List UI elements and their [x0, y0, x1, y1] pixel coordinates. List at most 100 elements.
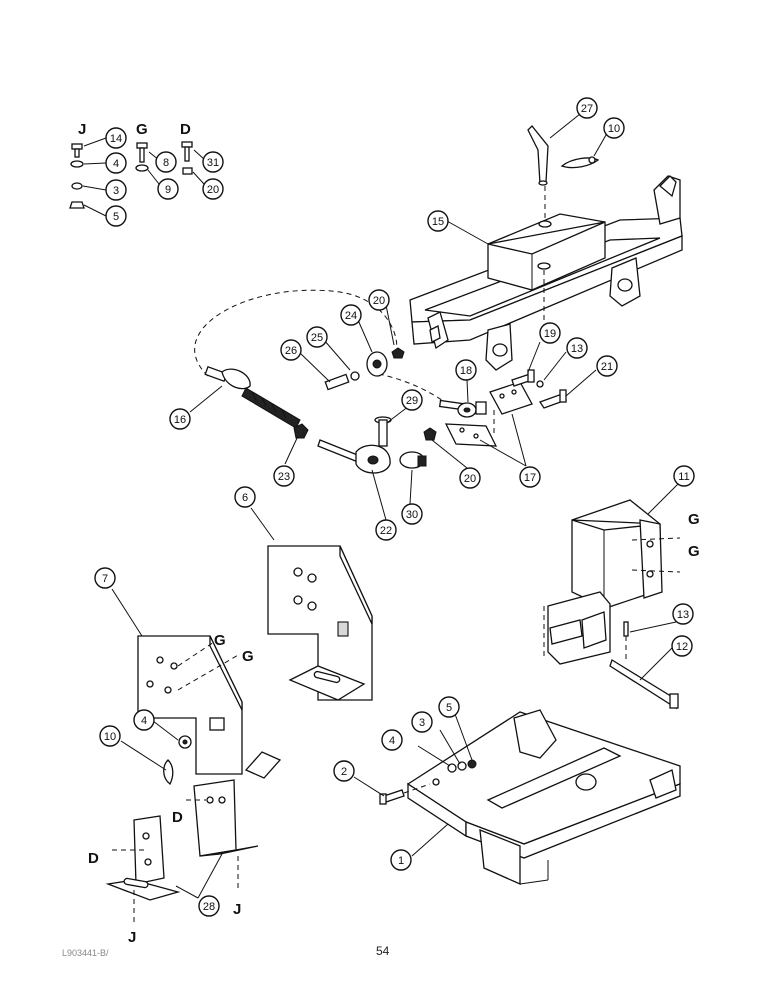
- callout-4: 4: [381, 729, 403, 751]
- svg-text:5: 5: [446, 702, 452, 714]
- callout-5: 5: [438, 696, 460, 718]
- callout-10-left: 10: [99, 725, 121, 747]
- svg-text:22: 22: [380, 525, 392, 537]
- ref-letter-j: J: [233, 901, 241, 918]
- callout-4-left: 4: [133, 709, 155, 731]
- cable-assembly: [204, 365, 301, 429]
- callout-3-key: 3: [105, 179, 127, 201]
- callout-20-top: 20: [368, 289, 390, 311]
- link-plate: [444, 381, 533, 447]
- eye-bolt-icon: [438, 399, 487, 418]
- washer-icon: [178, 735, 192, 749]
- callout-27: 27: [576, 97, 598, 119]
- callout-20-mid: 20: [459, 467, 481, 489]
- svg-text:20: 20: [373, 295, 385, 307]
- callout-9: 9: [157, 178, 179, 200]
- svg-text:2: 2: [341, 766, 347, 778]
- pin-icon: [374, 416, 392, 447]
- callout-5-key: 5: [105, 205, 127, 227]
- callout-4-key: 4: [105, 152, 127, 174]
- svg-text:4: 4: [113, 158, 119, 170]
- svg-text:27: 27: [581, 103, 593, 115]
- rod-icon: [317, 439, 391, 474]
- callout-1: 1: [390, 849, 412, 871]
- callout-30: 30: [401, 503, 423, 525]
- svg-text:7: 7: [102, 573, 108, 585]
- svg-text:1: 1: [398, 855, 404, 867]
- svg-text:24: 24: [345, 310, 357, 322]
- nut-icon: [423, 427, 437, 441]
- ring-clip-icon: [399, 451, 427, 469]
- svg-text:13: 13: [571, 343, 583, 355]
- callout-6: 6: [234, 486, 256, 508]
- callout-16: 16: [169, 408, 191, 430]
- callout-10-top: 10: [603, 117, 625, 139]
- svg-text:6: 6: [242, 492, 248, 504]
- svg-text:3: 3: [113, 185, 119, 197]
- pin-icon: [623, 621, 629, 660]
- bolt-icon: [69, 143, 85, 209]
- nut-icon: [293, 423, 309, 439]
- ref-letter-g: G: [214, 632, 226, 649]
- svg-text:5: 5: [113, 211, 119, 223]
- callout-25: 25: [306, 326, 328, 348]
- svg-text:14: 14: [110, 133, 122, 145]
- mounting-bracket: [543, 499, 681, 665]
- svg-text:11: 11: [678, 471, 689, 483]
- l-bracket: [105, 779, 259, 922]
- bolt-icon: [135, 142, 149, 172]
- callout-18: 18: [455, 359, 477, 381]
- svg-text:23: 23: [278, 471, 290, 483]
- svg-text:8: 8: [163, 157, 169, 169]
- svg-text:13: 13: [677, 609, 689, 621]
- hitch-tray: [406, 709, 681, 886]
- svg-text:25: 25: [311, 332, 323, 344]
- callout-7: 7: [94, 567, 116, 589]
- svg-text:28: 28: [203, 901, 215, 913]
- ref-letter-g: G: [688, 543, 700, 560]
- hardware-key: J G D: [69, 121, 206, 217]
- callout-14: 14: [105, 127, 127, 149]
- callout-13-top: 13: [566, 337, 588, 359]
- svg-text:29: 29: [406, 395, 418, 407]
- bolt-icon: [511, 369, 535, 387]
- callout-20-key: 20: [202, 178, 224, 200]
- svg-text:18: 18: [460, 365, 472, 377]
- reference-letters: G G G G D D J J: [88, 511, 700, 946]
- svg-text:12: 12: [676, 641, 688, 653]
- svg-text:3: 3: [419, 717, 425, 729]
- ref-letter-d: D: [172, 809, 183, 826]
- callout-13-right: 13: [672, 603, 694, 625]
- rod-icon: [609, 659, 679, 710]
- ref-letter-g: G: [688, 511, 700, 528]
- callout-3: 3: [411, 711, 433, 733]
- svg-text:21: 21: [601, 361, 613, 373]
- svg-text:20: 20: [464, 473, 476, 485]
- svg-text:10: 10: [608, 123, 620, 135]
- ref-letter-g: G: [242, 648, 254, 665]
- ref-letter-d: D: [88, 850, 99, 867]
- callout-22: 22: [375, 519, 397, 541]
- pin-icon: [536, 380, 544, 388]
- svg-text:16: 16: [174, 414, 186, 426]
- svg-text:17: 17: [524, 472, 536, 484]
- upright-plate: [267, 545, 373, 701]
- callout-group: 14 4 3 5 8 9 31 20 27 10 15 20 24 25 26 …: [94, 97, 695, 917]
- clip-icon: [163, 759, 174, 785]
- svg-text:9: 9: [165, 184, 171, 196]
- callout-11: 11: [673, 465, 695, 487]
- callout-2: 2: [333, 760, 355, 782]
- drawing-code: L903441-B/: [62, 948, 109, 958]
- svg-text:30: 30: [406, 509, 418, 521]
- ref-letter-j: J: [128, 929, 136, 946]
- svg-text:4: 4: [389, 735, 395, 747]
- callout-12: 12: [671, 635, 693, 657]
- callout-24: 24: [340, 304, 362, 326]
- pin-icon: [527, 125, 549, 186]
- svg-text:15: 15: [432, 216, 444, 228]
- callout-23: 23: [273, 465, 295, 487]
- side-bracket: [137, 635, 282, 779]
- callout-15: 15: [427, 210, 449, 232]
- svg-text:4: 4: [141, 715, 147, 727]
